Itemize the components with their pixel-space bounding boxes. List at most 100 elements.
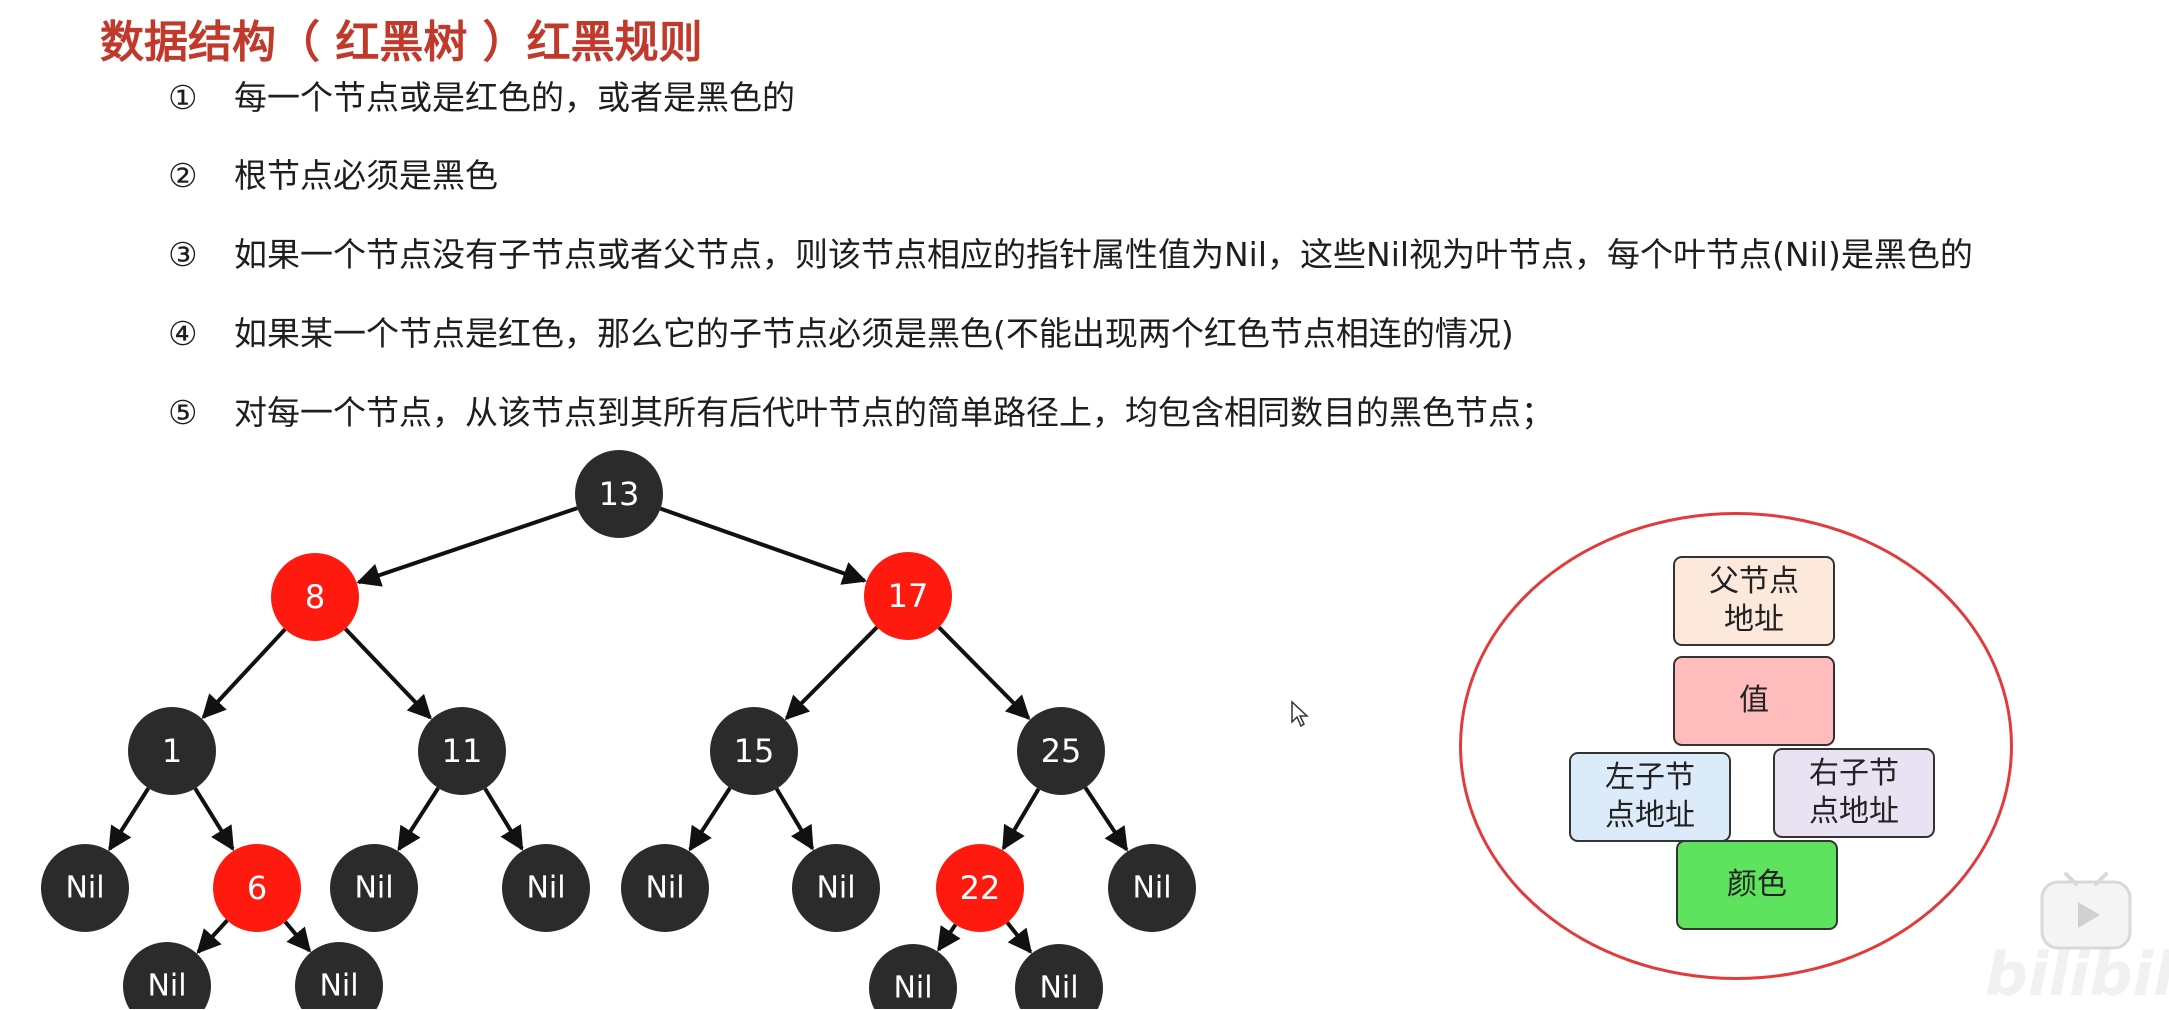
right-child-address-box: 右子节 点地址 [1773,748,1935,838]
tree-edge-n13-n8 [356,506,578,587]
tree-edge-n15-nil15a [688,786,732,852]
parent-address-box: 父节点 地址 [1673,556,1835,646]
rule-text: 如果某一个节点是红色，那么它的子节点必须是黑色(不能出现两个红色节点相连的情况) [234,314,1514,353]
tree-node-nil11a: Nil [330,844,418,932]
tree-node-circle [123,942,211,1009]
rule-text: 如果一个节点没有子节点或者父节点，则该节点相应的指针属性值为Nil，这些Nil视… [234,235,1973,274]
rule-number: ⑤ [168,393,198,432]
tree-node-circle [792,844,880,932]
rule-item-2: ② 根节点必须是黑色 [168,148,498,204]
rule-item-3: ③ 如果一个节点没有子节点或者父节点，则该节点相应的指针属性值为Nil，这些Nil… [168,227,1973,283]
tree-node-n25: 25 [1017,707,1105,795]
value-box: 值 [1673,656,1835,746]
rule-number: ④ [168,314,198,353]
rule-item-4: ④ 如果某一个节点是红色，那么它的子节点必须是黑色(不能出现两个红色节点相连的情况… [168,306,1514,362]
tree-edge-n1-nil1a [107,787,151,852]
rule-text: 根节点必须是黑色 [234,156,498,195]
tree-node-label: Nil [65,871,104,906]
tree-node-label: Nil [354,871,393,906]
tree-node-n8: 8 [271,553,359,641]
value-label: 值 [1739,683,1769,718]
tree-node-n17: 17 [864,552,952,640]
tree-edge-n25-n22 [1001,787,1041,851]
tree-node-circle [41,844,129,932]
tree-node-circle [1015,944,1103,1009]
tree-node-label: Nil [1039,971,1078,1006]
tree-node-n15: 15 [710,707,798,795]
tree-node-circle [936,844,1024,932]
tree-edge-n22-nil22b [1005,921,1033,954]
tree-node-nil15b: Nil [792,844,880,932]
tree-node-circle [330,844,418,932]
tree-node-circle [1017,707,1105,795]
tree-node-label: Nil [893,971,932,1006]
rule-number: ② [168,156,198,195]
tree-node-n6: 6 [213,844,301,932]
tree-node-nil15a: Nil [621,844,709,932]
tree-node-circle [418,707,506,795]
rule-number: ③ [168,235,198,274]
tree-node-n13: 13 [575,450,663,538]
tree-node-label: Nil [319,969,358,1004]
tree-edge-n8-n11 [343,627,432,720]
tree-edge-n17-n15 [784,625,879,721]
tree-edge-n15-nil15b [774,787,815,851]
rule-text: 每一个节点或是红色的，或者是黑色的 [234,78,795,117]
right-child-address-label: 右子节 点地址 [1809,756,1899,829]
mouse-cursor-icon [1291,700,1309,728]
tree-node-nil6a: Nil [123,942,211,1009]
tree-node-label: 17 [888,577,929,615]
rule-text: 对每一个节点，从该节点到其所有后代叶节点的简单路径上，均包含相同数目的黑色节点； [234,393,1554,432]
tree-node-circle [213,844,301,932]
rule-item-5: ⑤ 对每一个节点，从该节点到其所有后代叶节点的简单路径上，均包含相同数目的黑色节点… [168,385,1554,441]
tree-node-circle [710,707,798,795]
tree-node-label: 8 [305,578,325,616]
rule-item-1: ① 每一个节点或是红色的，或者是黑色的 [168,70,795,126]
tree-edge-n22-nil22a [936,923,961,952]
tree-node-circle [869,944,957,1009]
tree-node-circle [621,844,709,932]
tree-node-circle [271,553,359,641]
tree-node-label: 13 [599,475,640,513]
tree-edge-n1-n6 [193,787,235,851]
tree-node-circle [295,942,383,1009]
tree-node-label: 22 [960,869,1001,907]
tree-edge-n25-nil25b [1083,786,1129,852]
tree-node-label: Nil [645,871,684,906]
tree-node-circle [128,707,216,795]
tree-node-circle [502,844,590,932]
tree-node-nil1a: Nil [41,844,129,932]
tree-edge-n6-nil6b [283,920,312,953]
node-structure-ellipse [1459,512,2013,980]
tree-node-label: Nil [816,871,855,906]
tree-node-label: Nil [147,969,186,1004]
tree-edge-n11-nil11a [397,786,440,852]
tree-edge-n17-n25 [937,625,1031,720]
tree-node-nil6b: Nil [295,942,383,1009]
tree-edge-n6-nil6a [196,919,229,954]
tree-node-circle [1108,844,1196,932]
parent-address-label: 父节点 地址 [1709,564,1799,637]
tree-edge-n13-n17 [659,506,867,585]
video-play-icon [2040,872,2132,950]
tree-node-nil25b: Nil [1108,844,1196,932]
tree-edge-n11-nil11b [483,787,524,851]
left-child-address-label: 左子节 点地址 [1605,760,1695,833]
tree-node-circle [575,450,663,538]
tree-node-n22: 22 [936,844,1024,932]
tree-node-n1: 1 [128,707,216,795]
tree-node-label: Nil [1132,871,1171,906]
tree-node-label: Nil [526,871,565,906]
tree-node-n11: 11 [418,707,506,795]
tree-node-nil11b: Nil [502,844,590,932]
tree-node-label: 25 [1041,732,1082,770]
tree-node-nil22b: Nil [1015,944,1103,1009]
bilibili-watermark-logo: bilibili [1985,940,2169,1010]
color-box: 颜色 [1676,840,1838,930]
slide-title: 数据结构（ 红黑树 ）红黑规则 [100,17,703,68]
rule-number: ① [168,78,198,117]
tree-node-label: 11 [442,732,483,770]
tree-node-nil22a: Nil [869,944,957,1009]
